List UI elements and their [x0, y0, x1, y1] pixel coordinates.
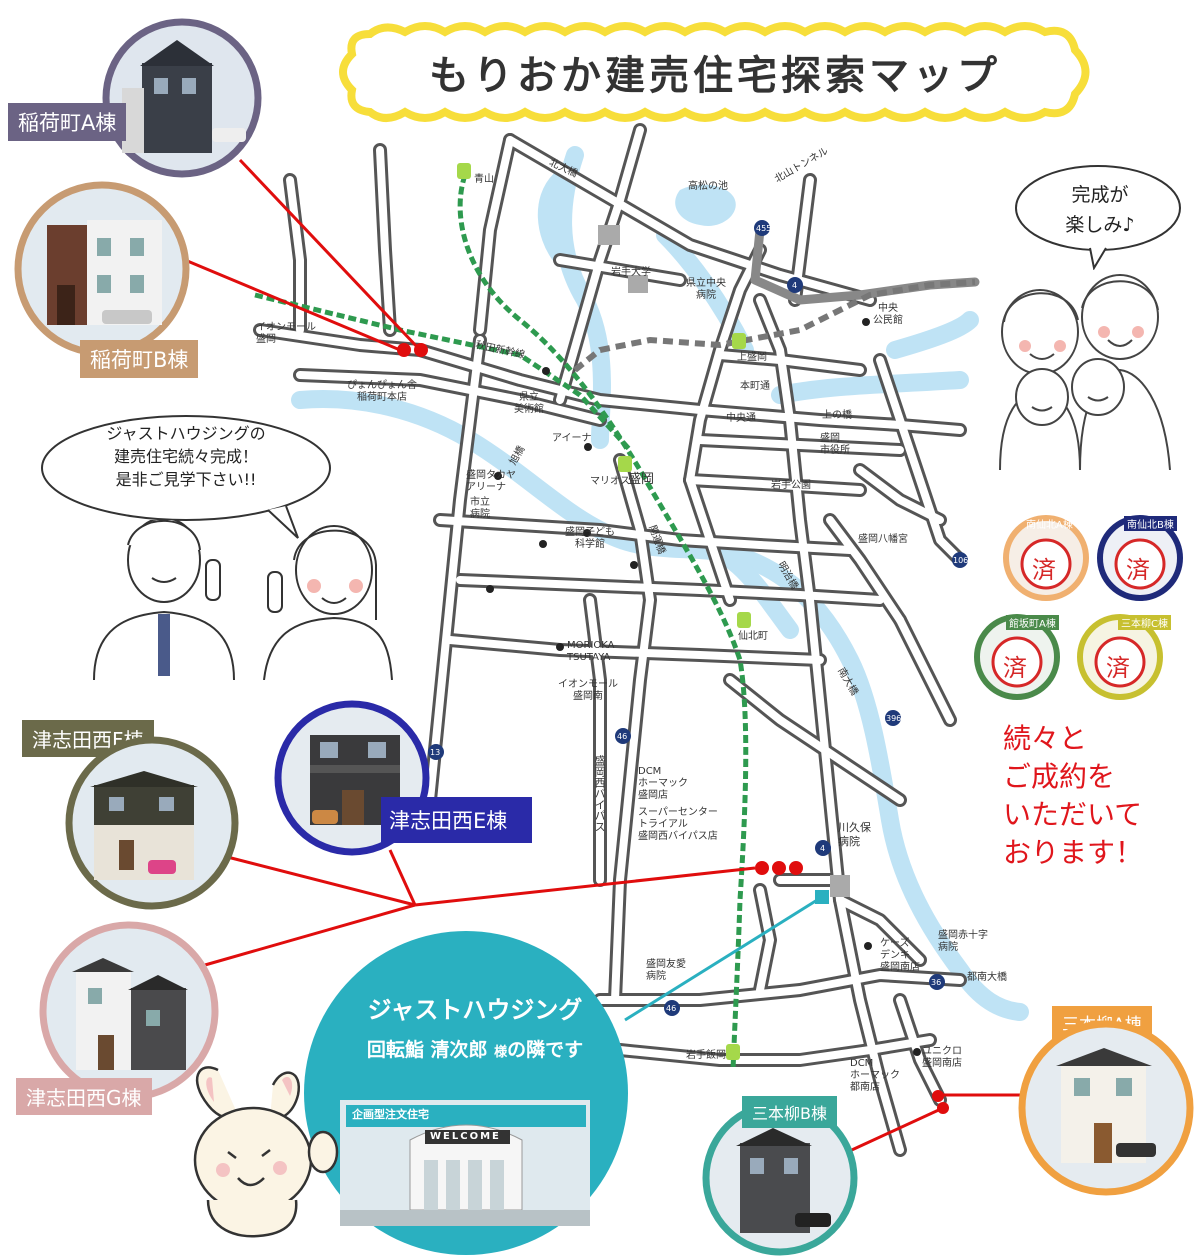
route-36-label: 36 — [931, 978, 942, 987]
family-illustration — [999, 274, 1171, 470]
house-photo-tsushida-f — [65, 736, 239, 910]
label-aina: アイーナ — [552, 433, 592, 444]
route-4b-label: 4 — [820, 844, 826, 853]
office-note: 回転鮨 清次郎 様の隣です — [366, 1039, 584, 1061]
house-photo-inarimachi-a — [102, 18, 262, 178]
house-label-inarimachi-a: 稲荷町A棟 — [8, 103, 127, 141]
route-455-label: 455 — [756, 224, 772, 233]
label-kamimorioka: 上盛岡 — [737, 352, 767, 363]
rail-iwate-galaxy — [573, 279, 976, 373]
station-markers — [457, 163, 751, 1060]
house-photo-sanbonyanagi-a — [1018, 1020, 1194, 1196]
label-city-hospital: 市立病院 — [470, 497, 490, 520]
sold-mark: 済 — [1126, 556, 1150, 584]
poi-dots — [486, 318, 921, 1056]
staff-speech-bubble — [41, 415, 331, 539]
sold-badge-sanbonyanagi-c: 三本柳C棟 済 — [1074, 612, 1171, 702]
label-tsunan-ohashi: 都南大橋 — [967, 972, 1007, 983]
rail-tohoku-line — [457, 174, 749, 1071]
house-photo-tsushida-g — [39, 921, 219, 1101]
office-circle — [304, 931, 628, 1255]
rail-akita-shinkansen — [254, 292, 632, 452]
label-takamatsu: 高松の池 — [688, 181, 728, 192]
label-morioka-station: 盛岡 — [628, 472, 655, 487]
label-museum: 県立美術館 — [514, 392, 544, 415]
route-46b-label: 46 — [666, 1004, 677, 1013]
house-connectors — [184, 158, 1020, 1162]
takamatsu-pond — [675, 184, 736, 226]
label-bypass: 盛岡西バイパス — [593, 755, 606, 832]
office-name: ジャストハウジング — [367, 996, 583, 1024]
label-aeon-morioka: イオンモール盛岡 — [256, 322, 316, 345]
family-speech-text: 完成が 楽しみ♪ — [1065, 184, 1135, 236]
label-kaminohashi: 上の橋 — [822, 410, 852, 421]
label-city-hall: 盛岡市役所 — [820, 433, 850, 456]
office-sign: 企画型注文住宅 — [352, 1108, 429, 1121]
house-label-tsushida-e: 津志田西E棟 — [381, 797, 532, 843]
staff-illustration — [93, 520, 393, 680]
house-label-sanbonyanagi-b: 三本柳B棟 — [742, 1096, 837, 1128]
route-4-label: 4 — [792, 281, 798, 290]
label-chuo-dori: 中央通 — [726, 413, 756, 424]
staff-speech-text: ジャストハウジングの 建売住宅続々完成！ 是非ご見学下さい!! — [106, 424, 266, 489]
label-arena: 盛岡タカヤアリーナ — [466, 470, 516, 493]
sold-mark: 済 — [1003, 654, 1027, 682]
label-iwate-univ: 岩手大学 — [611, 267, 651, 278]
sold-badge-tatesakamachi-a: 館坂町A棟 済 — [972, 612, 1062, 702]
label-marios: マリオス — [590, 476, 630, 487]
office-welcome: WELCOME — [430, 1131, 501, 1142]
label-science-museum: 盛岡子ども科学館 — [565, 527, 615, 550]
label-supercenter: スーパーセンタートライアル盛岡西バイパス店 — [638, 807, 718, 842]
label-uniqlo: ユニクロ盛岡南店 — [922, 1046, 962, 1069]
house-label-tsushida-g: 津志田西G棟 — [16, 1078, 152, 1115]
route-13-label: 13 — [430, 748, 441, 757]
label-redcross: 盛岡赤十字病院 — [938, 930, 988, 953]
route-106-label: 106 — [953, 556, 969, 565]
road-inner — [256, 126, 964, 1154]
label-kawakubo: 川久保病院 — [838, 821, 871, 848]
hospital-building — [628, 275, 648, 293]
route-396-label: 396 — [886, 714, 902, 723]
label-ksdenki: ケーズデンキ盛岡南店 — [880, 938, 920, 973]
house-photo-inarimachi-b — [14, 181, 190, 357]
label-prefectural-hospital: 県立中央病院 — [686, 278, 726, 301]
location-dots — [397, 343, 949, 1114]
sold-badge-minamisenboku-b: 南仙北B棟 済 — [1096, 514, 1186, 602]
sold-mark: 済 — [1032, 556, 1056, 584]
label-honcho-dori: 本町通 — [740, 381, 770, 392]
sold-mark: 済 — [1106, 654, 1130, 682]
label-iwate-park: 岩手公園 — [771, 480, 811, 491]
label-iwate-iioka: 岩手飯岡 — [686, 1050, 726, 1061]
label-hachimangu: 盛岡八幡宮 — [858, 534, 908, 545]
rabbit-mascot — [193, 1066, 339, 1238]
label-aoyama: 青山 — [474, 174, 494, 185]
route-46-label: 46 — [617, 732, 628, 741]
house-label-inarimachi-b: 稲荷町B棟 — [80, 340, 199, 378]
title-cloud — [339, 22, 1090, 122]
page-title: もりおか建売住宅探索マップ — [429, 53, 1001, 99]
kawakubo-building — [830, 875, 850, 897]
label-senbokucho: 仙北町 — [738, 631, 768, 642]
label-chuo-kominkan: 中央公民館 — [873, 303, 903, 326]
label-pyonpyon: ぴょんぴょん舎稲荷町本店 — [347, 380, 417, 403]
sold-badge-minamisenboku-a: 南仙北A棟 済 — [1002, 514, 1090, 602]
highway-455 — [750, 225, 980, 305]
label-aeon-minami: イオンモール盛岡南 — [558, 679, 618, 702]
family-speech-bubble — [1015, 165, 1181, 270]
sold-message: 続々と ご成約を いただいて おります！ — [1003, 722, 1144, 869]
route-markers — [428, 220, 968, 1016]
univ-building — [598, 225, 620, 245]
label-yuai-hospital: 盛岡友愛病院 — [646, 959, 686, 982]
